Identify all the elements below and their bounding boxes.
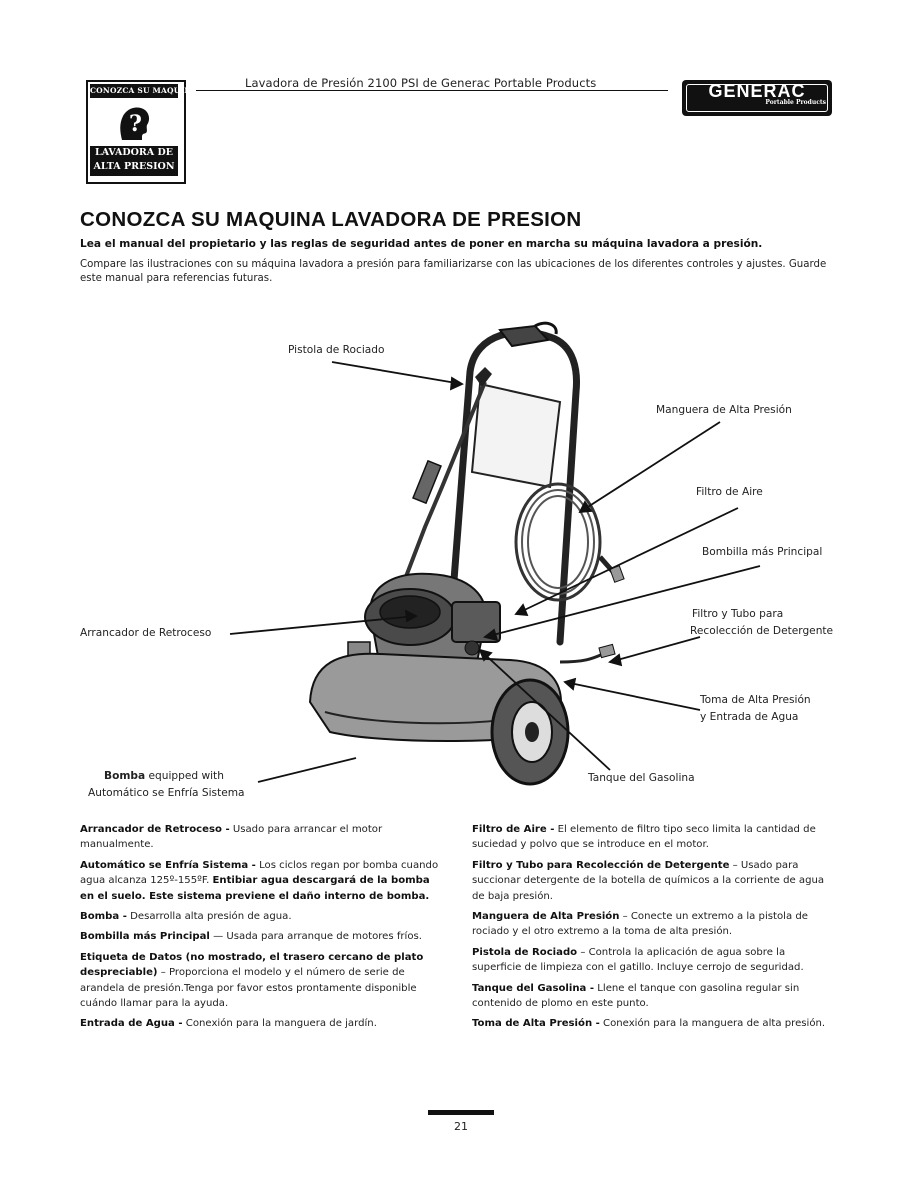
- desc-toma: Toma de Alta Presión - Conexión para la …: [472, 1016, 836, 1031]
- desc-text: – Proporciona el modelo y el número de s…: [80, 967, 417, 1010]
- badge-line-1: LAVADORA DE: [95, 147, 173, 158]
- desc-text: Desarrolla alta presión de agua.: [126, 911, 292, 923]
- descriptions-right: Filtro de Aire - El elemento de filtro t…: [472, 822, 836, 1037]
- desc-tanque: Tanque del Gasolina - Llene el tanque co…: [472, 981, 836, 1012]
- desc-text: – Controla la aplicación de agua sobre l…: [472, 946, 804, 974]
- desc-pistola: Pistola de Rociado – Controla la aplicac…: [472, 945, 836, 976]
- document-title: Lavadora de Presión 2100 PSI de Generac …: [245, 76, 597, 90]
- label-filtro-tubo-2: Recolección de Detergente: [690, 625, 834, 637]
- desc-term: Bomba -: [80, 911, 127, 923]
- label-pistola: Pistola de Rociado: [288, 344, 385, 356]
- pressure-washer-figure: Pistola de Rociado Manguera de Alta Pres…: [80, 312, 842, 812]
- desc-term: Filtro y Tubo para Recolección de Deterg…: [472, 859, 730, 871]
- desc-text: Conexión para la manguera de alta presió…: [599, 1018, 826, 1030]
- desc-text: El elemento de filtro tipo seco limita l…: [472, 824, 816, 851]
- desc-text: Llene el tanque con gasolina regular sin…: [472, 982, 800, 1010]
- desc-term: Pistola de Rociado: [472, 946, 578, 958]
- desc-term: Filtro de Aire -: [472, 824, 555, 835]
- desc-term: Bombilla más Principal: [80, 931, 210, 943]
- desc-manguera: Manguera de Alta Presión – Conecte un ex…: [472, 909, 836, 940]
- badge-line-2: ALTA PRESION: [93, 161, 175, 172]
- desc-bombilla: Bombilla más Principal — Usada para arra…: [80, 929, 444, 944]
- logo-subtitle: Portable Products: [765, 99, 826, 106]
- label-manguera: Manguera de Alta Presión: [656, 404, 792, 416]
- logo-border: [686, 84, 828, 112]
- desc-term: Etiqueta de Datos (no mostrado, el trase…: [80, 951, 424, 979]
- page-number: 21: [454, 1120, 468, 1133]
- logo-word: GENERAC: [708, 81, 806, 101]
- desc-text: – Conecte un extremo a la pistola de roc…: [472, 911, 808, 938]
- desc-term: Tanque del Gasolina -: [472, 982, 595, 994]
- desc-arrancador: Arrancador de Retroceso - Usado para arr…: [80, 822, 444, 853]
- footer-bar: [428, 1110, 494, 1115]
- badge-top-text: CONOZCA SU MAQUINA: [90, 84, 197, 98]
- pressure-washer-illustration: [229, 321, 761, 786]
- desc-term: Entrada de Agua -: [80, 1018, 183, 1030]
- desc-entrada: Entrada de Agua - Conexión para la mangu…: [80, 1016, 444, 1031]
- badge-bottom-text: LAVADORA DE ALTA PRESION: [90, 146, 178, 176]
- label-bomba-1: Bomba equipped with: [104, 768, 224, 784]
- label-tanque: Tanque del Gasolina: [588, 772, 695, 784]
- page-subtitle: Lea el manual del propietario y las regl…: [80, 238, 763, 250]
- desc-etiqueta: Etiqueta de Datos (no mostrado, el trase…: [80, 950, 444, 1012]
- intro-paragraph: Compare las ilustraciones con su máquina…: [80, 259, 827, 284]
- descriptions-left: Arrancador de Retroceso - Usado para arr…: [80, 822, 444, 1037]
- label-toma-1: Toma de Alta Presión: [700, 694, 811, 706]
- desc-sistema: Automático se Enfría Sistema - Los ciclo…: [80, 858, 444, 904]
- label-arrancador: Arrancador de Retroceso: [80, 627, 212, 639]
- desc-term: Arrancador de Retroceso -: [80, 824, 230, 835]
- desc-text: – Usado para succionar detergente de la …: [472, 859, 825, 902]
- manual-badge: CONOZCA SU MAQUINA ? LAVADORA DE ALTA PR…: [86, 80, 197, 184]
- label-bomba-rest: equipped with: [145, 770, 224, 782]
- desc-bomba: Bomba - Desarrolla alta presión de agua.: [80, 909, 444, 924]
- desc-text: Conexión para la manguera de jardín.: [182, 1018, 377, 1030]
- label-bomba-2: Automático se Enfría Sistema: [88, 787, 245, 799]
- desc-text: Los ciclos regan por bomba cuando agua a…: [80, 859, 439, 887]
- desc-bold: Entibiar agua descargará de la bomba en …: [80, 875, 430, 902]
- label-filtro-tubo-1: Filtro y Tubo para: [692, 608, 784, 620]
- desc-filtro-aire: Filtro de Aire - El elemento de filtro t…: [472, 822, 836, 853]
- desc-text: — Usada para arranque de motores fríos.: [209, 931, 423, 943]
- label-bombilla: Bombilla más Principal: [702, 546, 823, 558]
- generac-logo: GENERAC Portable Products: [682, 80, 832, 116]
- svg-text:?: ?: [129, 111, 142, 137]
- page-title: CONOZCA SU MAQUINA LAVADORA DE PRESION: [80, 208, 582, 231]
- label-toma-2: y Entrada de Agua: [700, 711, 799, 723]
- desc-filtro-tubo: Filtro y Tubo para Recolección de Deterg…: [472, 858, 836, 904]
- title-rule: [196, 90, 668, 91]
- label-bomba-bold: Bomba: [104, 770, 146, 782]
- desc-text: Usado para arrancar el motor manualmente…: [80, 824, 383, 851]
- label-filtro-aire: Filtro de Aire: [696, 486, 763, 498]
- desc-term: Manguera de Alta Presión: [472, 911, 620, 923]
- desc-term: Toma de Alta Presión -: [472, 1018, 600, 1030]
- question-head-icon: ?: [120, 107, 150, 140]
- desc-term: Automático se Enfría Sistema -: [80, 859, 256, 871]
